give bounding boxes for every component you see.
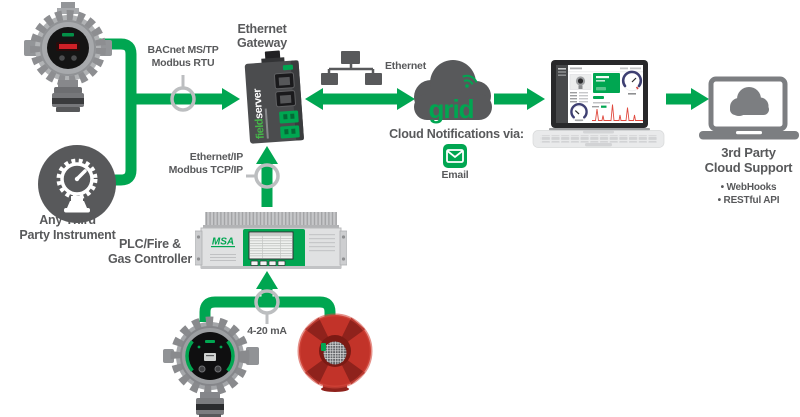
svg-text:MSA: MSA [212,237,234,248]
msa-logo: MSA [211,237,235,248]
webhooks-bullet: • WebHooks [720,181,777,193]
plc-controller-icon: MSA [195,210,347,272]
gauge-icon [38,145,116,223]
ethernet-label: Ethernet [385,60,426,72]
gas-detector-bottom-icon [163,309,259,417]
restful-api-bullet: • RESTful API [717,194,780,206]
alarm-horn-icon [295,312,375,392]
connection-node-rings [170,75,280,324]
arrowheads [222,88,709,289]
grid-logo-text: grid [428,94,473,124]
third-party-support-label: 3rd Party Cloud Support • WebHooks • RES… [676,145,800,207]
gateway-brand-text: fieldserver [251,87,267,139]
email-label: Email [441,169,469,181]
current-loop-label: 4-20 mA [247,325,287,337]
gas-detector-top-icon [18,2,118,114]
line-instruments-junction [84,38,137,186]
email-icon [443,144,467,168]
plc-controller-label: PLC/Fire & Gas Controller [107,237,193,267]
any-third-party-label: Any Third Party Instrument [19,213,116,243]
ethernet-ip-label: Ethernet/IP Modbus TCP/IP [168,151,244,176]
bacnet-modbus-label: BACnet MS/TP Modbus RTU [147,44,219,69]
cloud-notifications-caption: Cloud Notifications via: [389,127,524,141]
third-party-laptop-cloud-icon [698,76,800,140]
fieldserver-gateway-icon: fieldserver [235,48,313,148]
ethernet-gateway-label: Ethernet Gateway [236,22,288,50]
signal-waves-icon [462,74,478,88]
grid-cloud-icon: grid [406,56,498,126]
ethernet-network-icon [320,50,384,88]
laptop-dashboard-icon [532,57,665,150]
